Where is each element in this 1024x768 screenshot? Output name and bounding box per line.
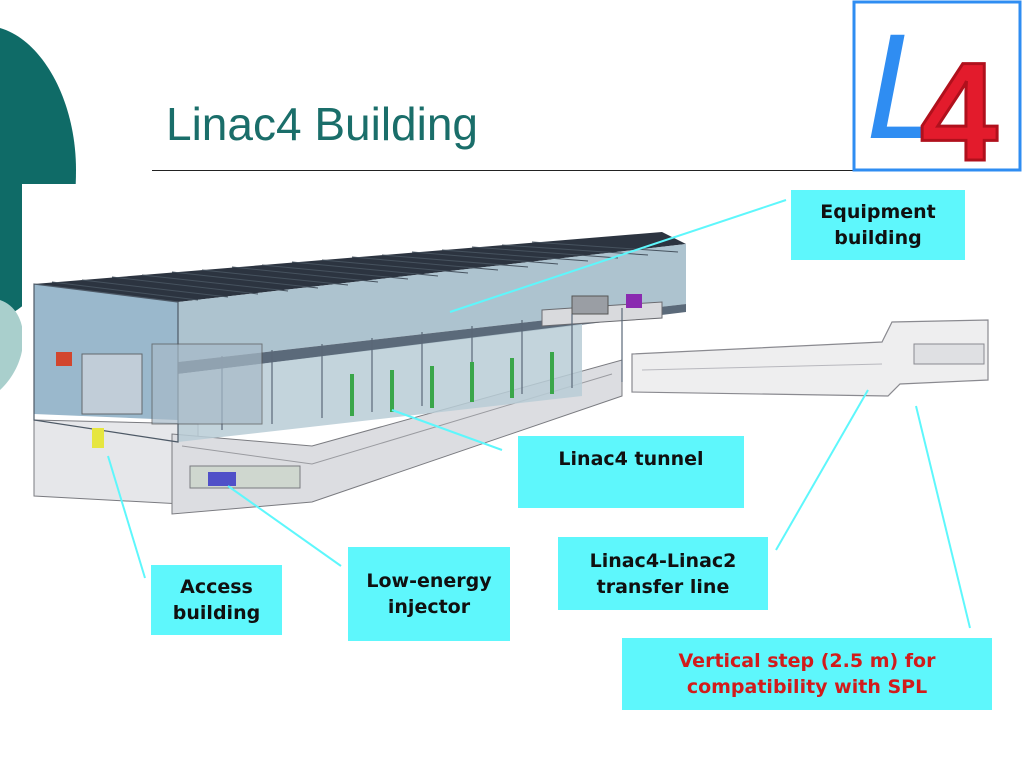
access-building-text: Access building bbox=[172, 576, 261, 624]
title-divider bbox=[152, 170, 856, 171]
logo-letter: L bbox=[866, 2, 949, 170]
linac4-tunnel-text: Linac4 tunnel bbox=[558, 448, 704, 470]
access-building-label: Access building bbox=[151, 565, 282, 635]
vertical-step-text: Vertical step (2.5 m) for compatibility … bbox=[678, 650, 936, 698]
linac4-tunnel-label: Linac4 tunnel bbox=[518, 436, 744, 508]
transfer-line-text: Linac4-Linac2 transfer line bbox=[589, 549, 737, 598]
equipment-building-text: Equipment building bbox=[820, 201, 936, 249]
vertical-step-label: Vertical step (2.5 m) for compatibility … bbox=[622, 638, 992, 710]
equipment-building-label: Equipment building bbox=[791, 190, 965, 260]
transfer-line-label: Linac4-Linac2 transfer line bbox=[558, 537, 768, 610]
logo-number: 4 bbox=[920, 33, 998, 172]
slide-title: Linac4 Building bbox=[166, 98, 479, 150]
low-energy-injector-text: Low-energy injector bbox=[366, 570, 492, 618]
low-energy-injector-label: Low-energy injector bbox=[348, 547, 510, 641]
linac4-logo: L 4 bbox=[852, 0, 1022, 172]
